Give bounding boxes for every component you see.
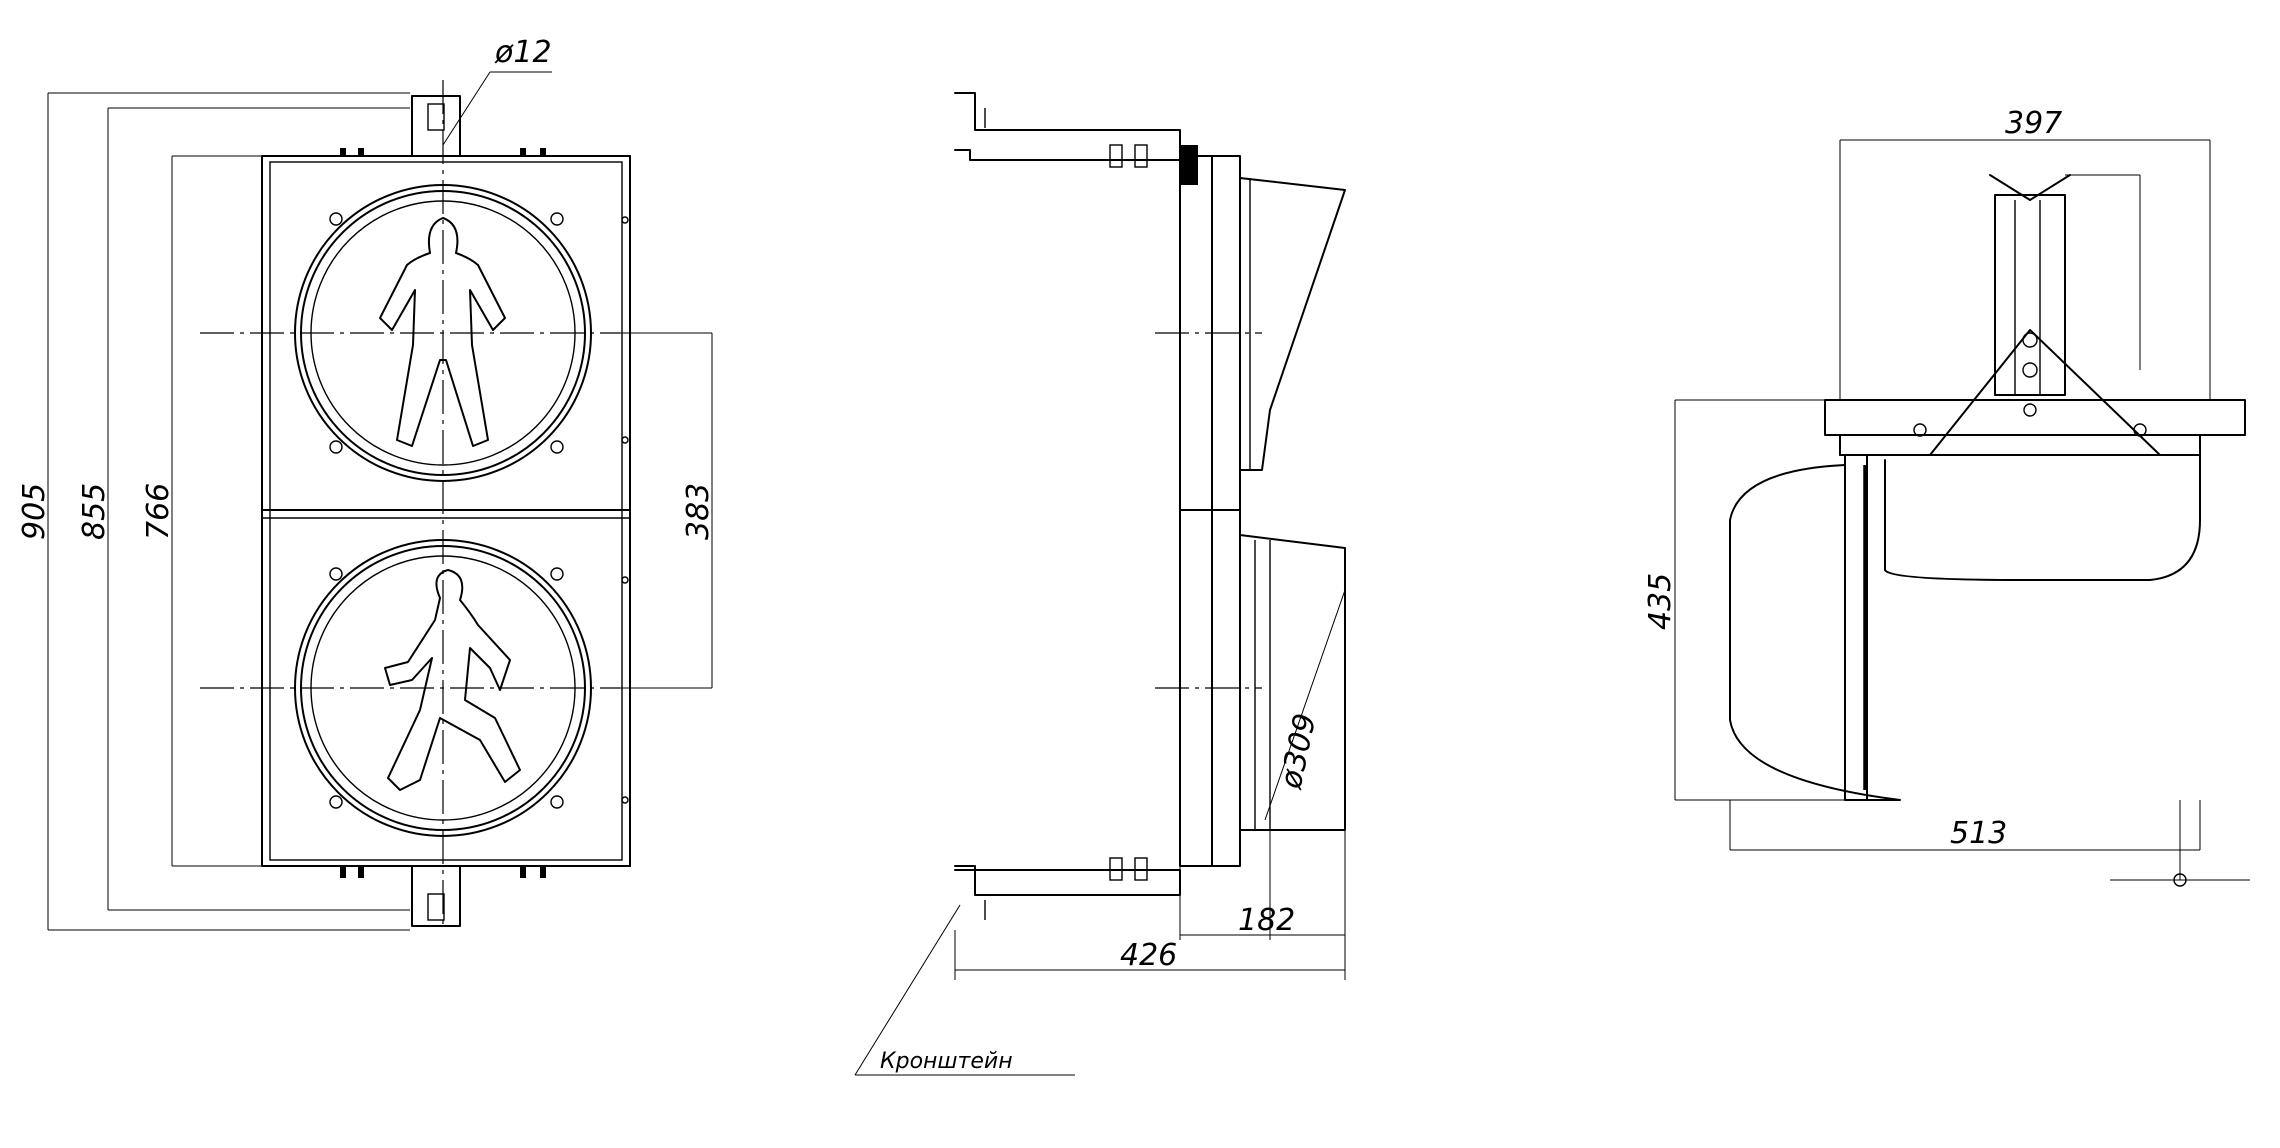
side-view: ø309 182 426 Кронштейн	[854, 92, 1346, 1076]
visor-depth-label: 182	[1238, 903, 1295, 938]
top-dimensions	[1674, 139, 2211, 851]
hole-diameter-label: ø12	[494, 35, 552, 70]
top-width-label: 397	[2005, 106, 2062, 141]
front-dimensions	[47, 71, 713, 931]
front-bolts	[340, 148, 629, 878]
bottom-width-label: 513	[1950, 816, 2007, 851]
side-dimensions	[854, 830, 1346, 1076]
top-view: 397 435 513	[1643, 106, 2250, 887]
lens-diameter-label: ø309	[1273, 710, 1323, 792]
standing-pedestrian-icon	[379, 217, 506, 447]
overall-height-label: 905	[17, 483, 52, 540]
height-855-label: 855	[77, 483, 112, 540]
housing-height-label: 766	[141, 483, 176, 540]
side-bracket-bolts	[1109, 144, 1198, 881]
bracket-label: Кронштейн	[880, 1049, 1013, 1074]
side-height-label: 435	[1643, 573, 1678, 630]
walking-pedestrian-icon	[384, 569, 521, 791]
total-depth-label: 426	[1120, 938, 1177, 973]
front-view: ø12 905 855 766 383	[17, 35, 716, 931]
section-spacing-label: 383	[681, 483, 716, 540]
